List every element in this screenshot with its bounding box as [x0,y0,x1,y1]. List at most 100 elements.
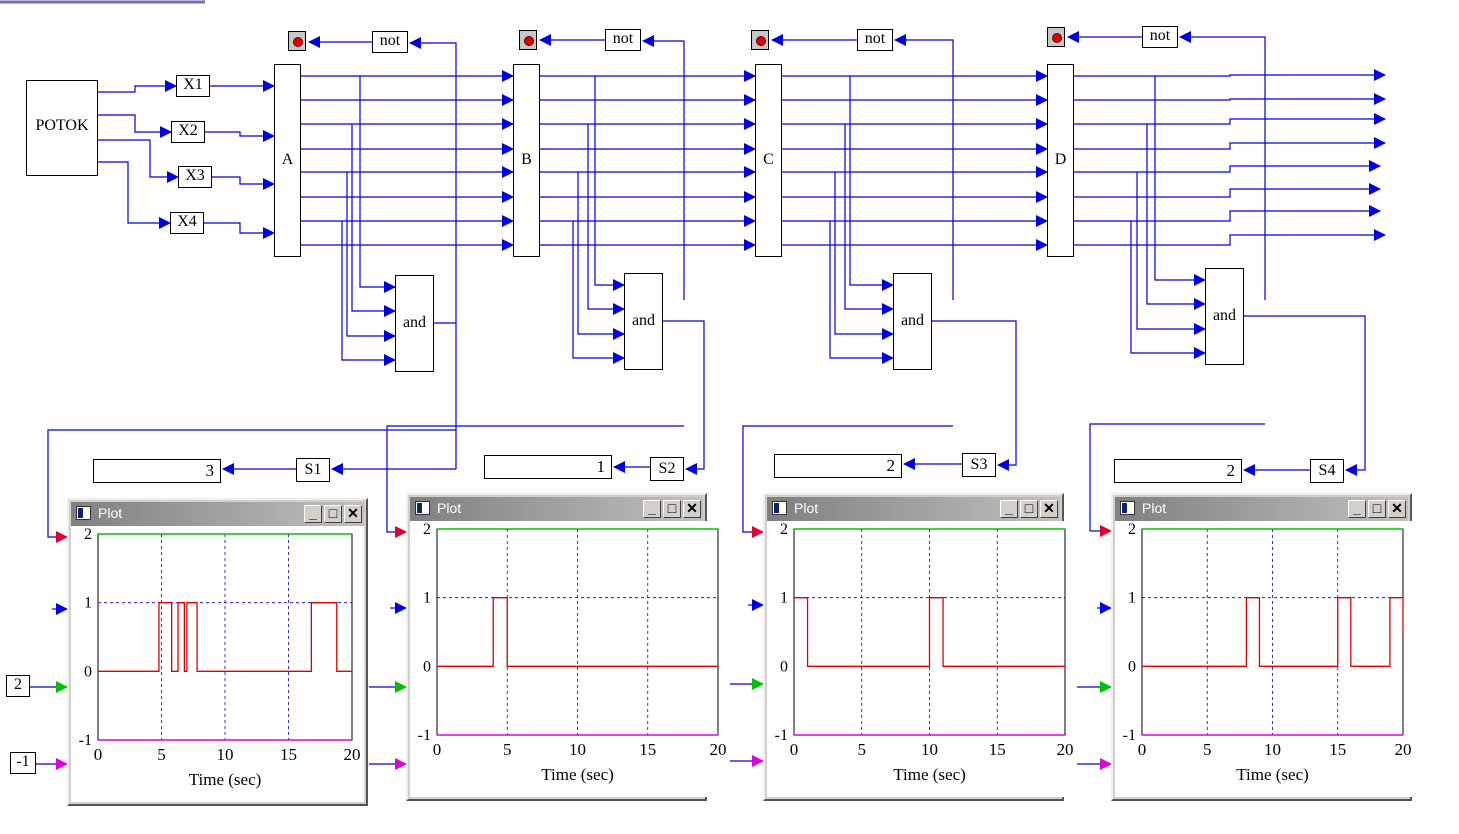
wire [1130,221,1206,359]
y-tick-label: 2 [780,521,788,538]
close-icon[interactable]: ✕ [1388,500,1406,518]
sum-block-s1[interactable]: S1 [296,458,330,482]
input-x4[interactable]: X4 [170,212,204,234]
input-x2[interactable]: X2 [171,121,205,143]
led-indicator-1[interactable] [288,31,306,51]
sum-block-s2[interactable]: S2 [650,457,684,481]
wire [663,320,705,475]
maximize-icon[interactable]: □ [1020,500,1038,518]
constant-upper[interactable]: 2 [6,675,30,697]
plot-window-3-title: Plot [794,500,819,516]
plot-window-4-titlebar[interactable]: Plot _ □ ✕ [1115,497,1408,521]
and-gate-1[interactable]: and [395,275,434,372]
plot-window-4-title: Plot [1142,500,1167,516]
wire [204,222,275,239]
and-gate-4-label: and [1212,307,1237,324]
wire [98,114,172,138]
constant-lower[interactable]: -1 [10,752,36,774]
x-tick-label: 15 [989,740,1006,759]
close-icon[interactable]: ✕ [683,500,701,518]
minimize-icon[interactable]: _ [1000,500,1018,518]
wire [834,172,894,340]
close-icon[interactable]: ✕ [1040,500,1058,518]
plot-window-2-title: Plot [437,500,462,516]
x-tick-label: 10 [1264,740,1281,759]
and-gate-2-label: and [631,312,656,329]
wire [829,221,894,364]
wire [894,34,954,300]
led-indicator-2[interactable] [519,30,537,50]
and-gate-3[interactable]: and [893,273,932,370]
plot-window-2-titlebar[interactable]: Plot _ □ ✕ [410,497,703,521]
x-tick-label: 0 [433,740,442,759]
wire [386,425,684,538]
wire [346,172,396,342]
input-x1[interactable]: X1 [176,75,210,97]
not-gate-4[interactable]: not [1142,26,1178,48]
register-c[interactable]: C [755,64,782,257]
minimize-icon[interactable]: _ [643,500,661,518]
led-indicator-4[interactable] [1047,27,1065,47]
wire [341,221,396,366]
not-gate-3[interactable]: not [857,29,893,51]
close-icon[interactable]: ✕ [344,505,362,523]
display-s3: 2 [774,454,902,478]
plot-window-3-titlebar[interactable]: Plot _ □ ✕ [767,497,1060,521]
signal-line [1142,597,1404,667]
sum-block-s4[interactable]: S4 [1310,459,1344,483]
wire [932,320,1017,471]
x-tick-label: 0 [1138,740,1147,759]
plot-app-icon [76,506,91,520]
y-tick-label: 1 [780,590,788,607]
register-d[interactable]: D [1047,64,1074,257]
and-gate-2[interactable]: and [624,273,663,370]
maximize-icon[interactable]: □ [1368,500,1386,518]
x-tick-label: 5 [503,740,512,759]
y-tick-label: 0 [84,663,92,680]
plot-background [767,521,1077,797]
wire [98,139,179,183]
potok-source-block[interactable]: POTOK [26,80,98,176]
x-tick-label: 20 [1057,740,1074,759]
minimize-icon[interactable]: _ [1348,500,1366,518]
x-tick-label: 15 [1329,740,1346,759]
wire [351,124,396,317]
led-indicator-3[interactable] [751,30,769,50]
wire [205,130,275,142]
y-tick-label: 0 [780,658,788,675]
wire [844,124,894,315]
signal-line [98,602,352,672]
plot-window-1-titlebar[interactable]: Plot _ □ ✕ [71,502,364,526]
register-a[interactable]: A [274,64,301,257]
plot-background [1115,521,1415,797]
display-s2: 1 [484,455,612,479]
register-b[interactable]: B [513,64,540,257]
y-tick-label: 2 [84,526,92,543]
not-gate-1[interactable]: not [372,31,408,53]
and-gate-4[interactable]: and [1205,268,1244,365]
maximize-icon[interactable]: □ [663,500,681,518]
wire [212,176,275,190]
y-tick-label: 2 [1128,521,1136,538]
x-axis-label: Time (sec) [541,765,614,784]
wire [594,76,625,291]
plot-app-icon [772,501,787,515]
wire [572,221,625,364]
x-axis-label: Time (sec) [189,770,262,789]
wire [642,35,685,300]
display-s4: 2 [1114,459,1242,483]
y-tick-label: 0 [423,658,431,675]
sum-block-s3[interactable]: S3 [962,453,996,477]
maximize-icon[interactable]: □ [324,505,342,523]
x-tick-label: 20 [710,740,727,759]
not-gate-2[interactable]: not [605,29,641,51]
x-tick-label: 0 [790,740,799,759]
input-x3[interactable]: X3 [178,166,212,188]
minimize-icon[interactable]: _ [304,505,322,523]
